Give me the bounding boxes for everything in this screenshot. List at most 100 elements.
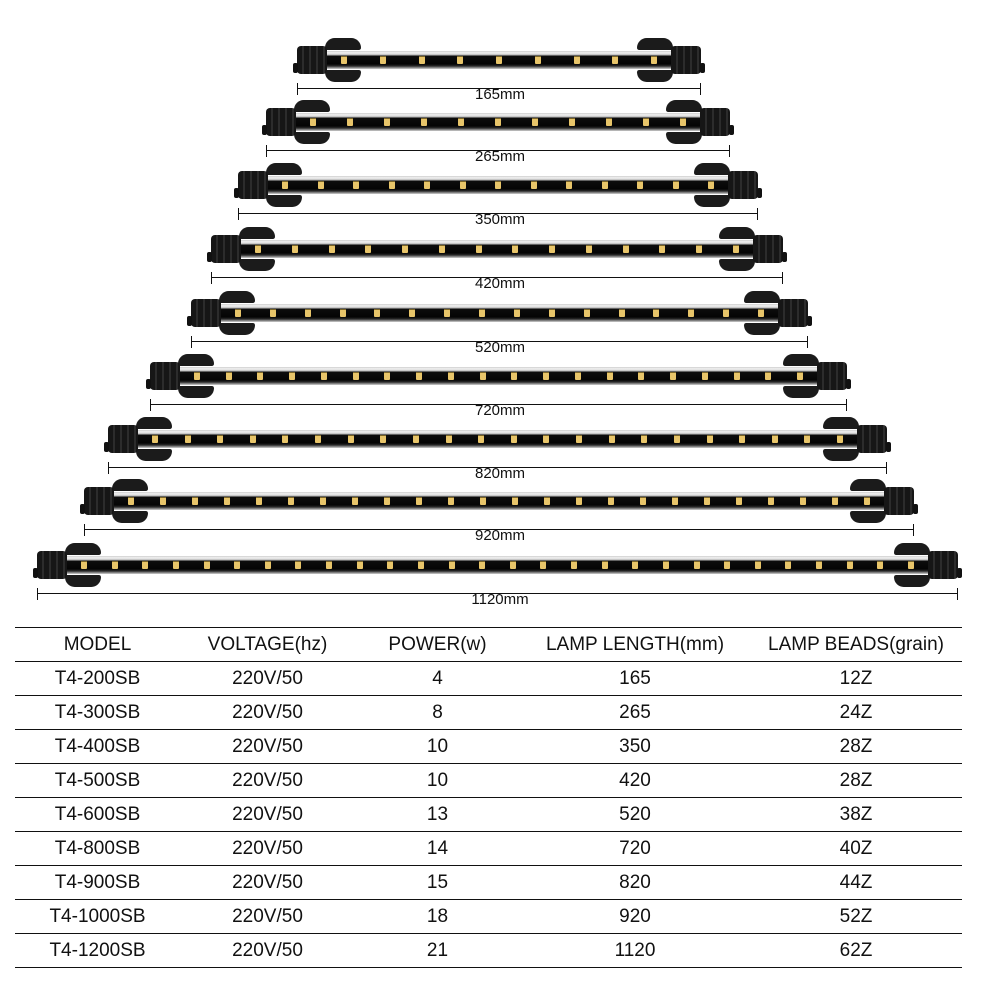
end-cap-icon: [817, 362, 851, 390]
led-bead: [701, 372, 708, 380]
led-bead: [571, 561, 578, 569]
led-bead: [264, 561, 271, 569]
suction-cup-icon: [264, 163, 304, 207]
cell-lamp-length: 1120: [520, 933, 750, 968]
led-bead: [754, 561, 761, 569]
led-bead: [479, 309, 486, 317]
end-cap-icon: [884, 487, 918, 515]
led-bead: [606, 372, 613, 380]
cell-lamp-beads: 28Z: [750, 729, 962, 764]
header-lamp-beads: LAMP BEADS(grain): [750, 627, 962, 662]
led-bead: [765, 372, 772, 380]
cell-voltage: 220V/50: [180, 933, 355, 968]
suction-cup-icon: [63, 543, 103, 587]
led-bead: [269, 309, 276, 317]
cell-lamp-length: 420: [520, 763, 750, 798]
lamp-row: 520mm: [0, 291, 1000, 356]
led-bead: [356, 561, 363, 569]
led-bead: [632, 561, 639, 569]
led-bead: [569, 118, 575, 126]
led-bead: [295, 561, 302, 569]
led-bead: [511, 372, 518, 380]
led-bead: [352, 497, 358, 505]
led-bead: [347, 118, 353, 126]
lamp-tube: [223, 240, 771, 258]
cell-power: 21: [355, 933, 520, 968]
cell-voltage: 220V/50: [180, 695, 355, 730]
lamp-bar: [146, 354, 851, 398]
led-bead: [217, 435, 224, 443]
cell-lamp-length: 720: [520, 831, 750, 866]
dimension-line: [266, 145, 730, 157]
dimension-line: [297, 83, 701, 95]
lamp-tube: [162, 367, 835, 385]
led-bead: [339, 309, 346, 317]
end-cap-icon: [671, 46, 705, 74]
cell-model: T4-900SB: [15, 865, 180, 900]
header-lamp-length: LAMP LENGTH(mm): [520, 627, 750, 662]
lamp-tube: [120, 430, 875, 448]
led-bead: [724, 561, 731, 569]
cell-model: T4-300SB: [15, 695, 180, 730]
led-bead: [365, 245, 372, 253]
led-bead: [438, 245, 445, 253]
lamp-tube: [203, 304, 796, 322]
led-bead: [733, 372, 740, 380]
led-bead: [637, 181, 643, 189]
cell-power: 14: [355, 831, 520, 866]
lamp-bar: [80, 479, 918, 523]
led-bead: [249, 435, 256, 443]
led-bead: [374, 309, 381, 317]
led-bead: [353, 181, 359, 189]
led-bead: [877, 561, 884, 569]
cell-model: T4-500SB: [15, 763, 180, 798]
suction-cup-icon: [323, 38, 363, 82]
lamp-row: 350mm: [0, 163, 1000, 228]
lamp-row: 1120mm: [0, 543, 1000, 608]
led-bead: [478, 435, 485, 443]
led-bead: [832, 497, 838, 505]
led-bead: [317, 181, 324, 189]
suction-cup-icon: [692, 163, 732, 207]
led-bead: [412, 435, 419, 443]
led-bead: [81, 561, 87, 569]
cell-power: 10: [355, 763, 520, 798]
cell-voltage: 220V/50: [180, 831, 355, 866]
led-bead: [326, 561, 333, 569]
lamp-row: 420mm: [0, 227, 1000, 292]
suction-cup-icon: [781, 354, 821, 398]
led-bead: [708, 181, 714, 189]
led-bead: [128, 497, 134, 505]
led-bead: [184, 435, 191, 443]
led-bead: [723, 309, 730, 317]
led-bead: [608, 435, 615, 443]
spec-table-header: MODEL VOLTAGE(hz) POWER(w) LAMP LENGTH(m…: [15, 627, 962, 662]
cell-model: T4-200SB: [15, 661, 180, 696]
cell-lamp-beads: 12Z: [750, 661, 962, 696]
cell-lamp-length: 350: [520, 729, 750, 764]
led-bead: [510, 435, 517, 443]
cell-model: T4-600SB: [15, 797, 180, 832]
led-bead: [576, 497, 582, 505]
led-bead: [447, 372, 454, 380]
led-bead: [816, 561, 823, 569]
led-bead: [282, 181, 288, 189]
cell-voltage: 220V/50: [180, 797, 355, 832]
led-bead: [111, 561, 118, 569]
led-bead: [512, 245, 519, 253]
end-cap-icon: [80, 487, 114, 515]
suction-cup-icon: [664, 100, 704, 144]
led-bead: [601, 181, 608, 189]
led-bead: [638, 372, 645, 380]
led-bead: [152, 435, 158, 443]
led-bead: [380, 435, 387, 443]
end-cap-icon: [187, 299, 221, 327]
led-bead: [315, 435, 322, 443]
led-bead: [622, 245, 629, 253]
suction-cup-icon: [892, 543, 932, 587]
end-cap-icon: [700, 108, 734, 136]
length-label: 720mm: [474, 402, 526, 419]
